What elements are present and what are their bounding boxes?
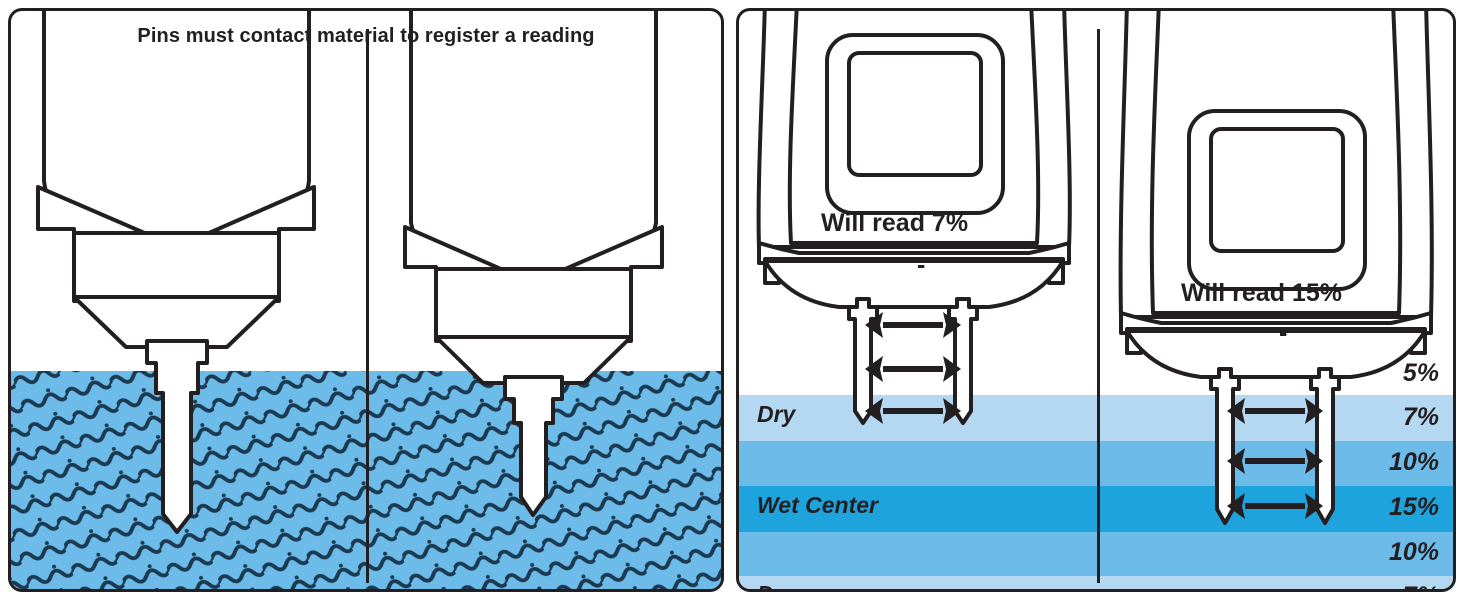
meter-2-reading-label: Will read 15% <box>1181 279 1342 307</box>
meter-2-dash: - <box>1279 319 1288 347</box>
band-10-upper <box>739 441 1453 486</box>
percent-label-15-center: 15% <box>1388 493 1439 521</box>
band-7-lower <box>739 576 1453 589</box>
band-10-lower <box>739 532 1453 576</box>
percent-label-7-upper: 7% <box>1402 403 1439 431</box>
right-panel: Will read 7% - Will read 15% - Dry Wet C… <box>736 8 1456 592</box>
left-panel: Pins must contact material to register a… <box>8 8 724 592</box>
band-7-upper <box>739 395 1453 441</box>
percent-label-5-top: 5% <box>1402 359 1439 387</box>
percent-label-7-lower: 7% <box>1403 582 1439 589</box>
percent-label-10-lower: 10% <box>1388 538 1439 566</box>
meter-1-reading-label: Will read 7% <box>821 209 969 237</box>
meter-1-dash: - <box>917 251 926 279</box>
zone-label-wet-center: Wet Center <box>757 492 878 518</box>
page-title: Pins must contact material to register a… <box>137 25 595 47</box>
zone-label-dry-lower: Dry <box>757 581 795 589</box>
percent-label-10-upper: 10% <box>1388 448 1439 476</box>
left-panel-divider <box>366 29 369 583</box>
band-5-top <box>739 354 1453 395</box>
right-panel-divider <box>1097 29 1100 583</box>
zone-label-dry-upper: Dry <box>757 401 796 427</box>
